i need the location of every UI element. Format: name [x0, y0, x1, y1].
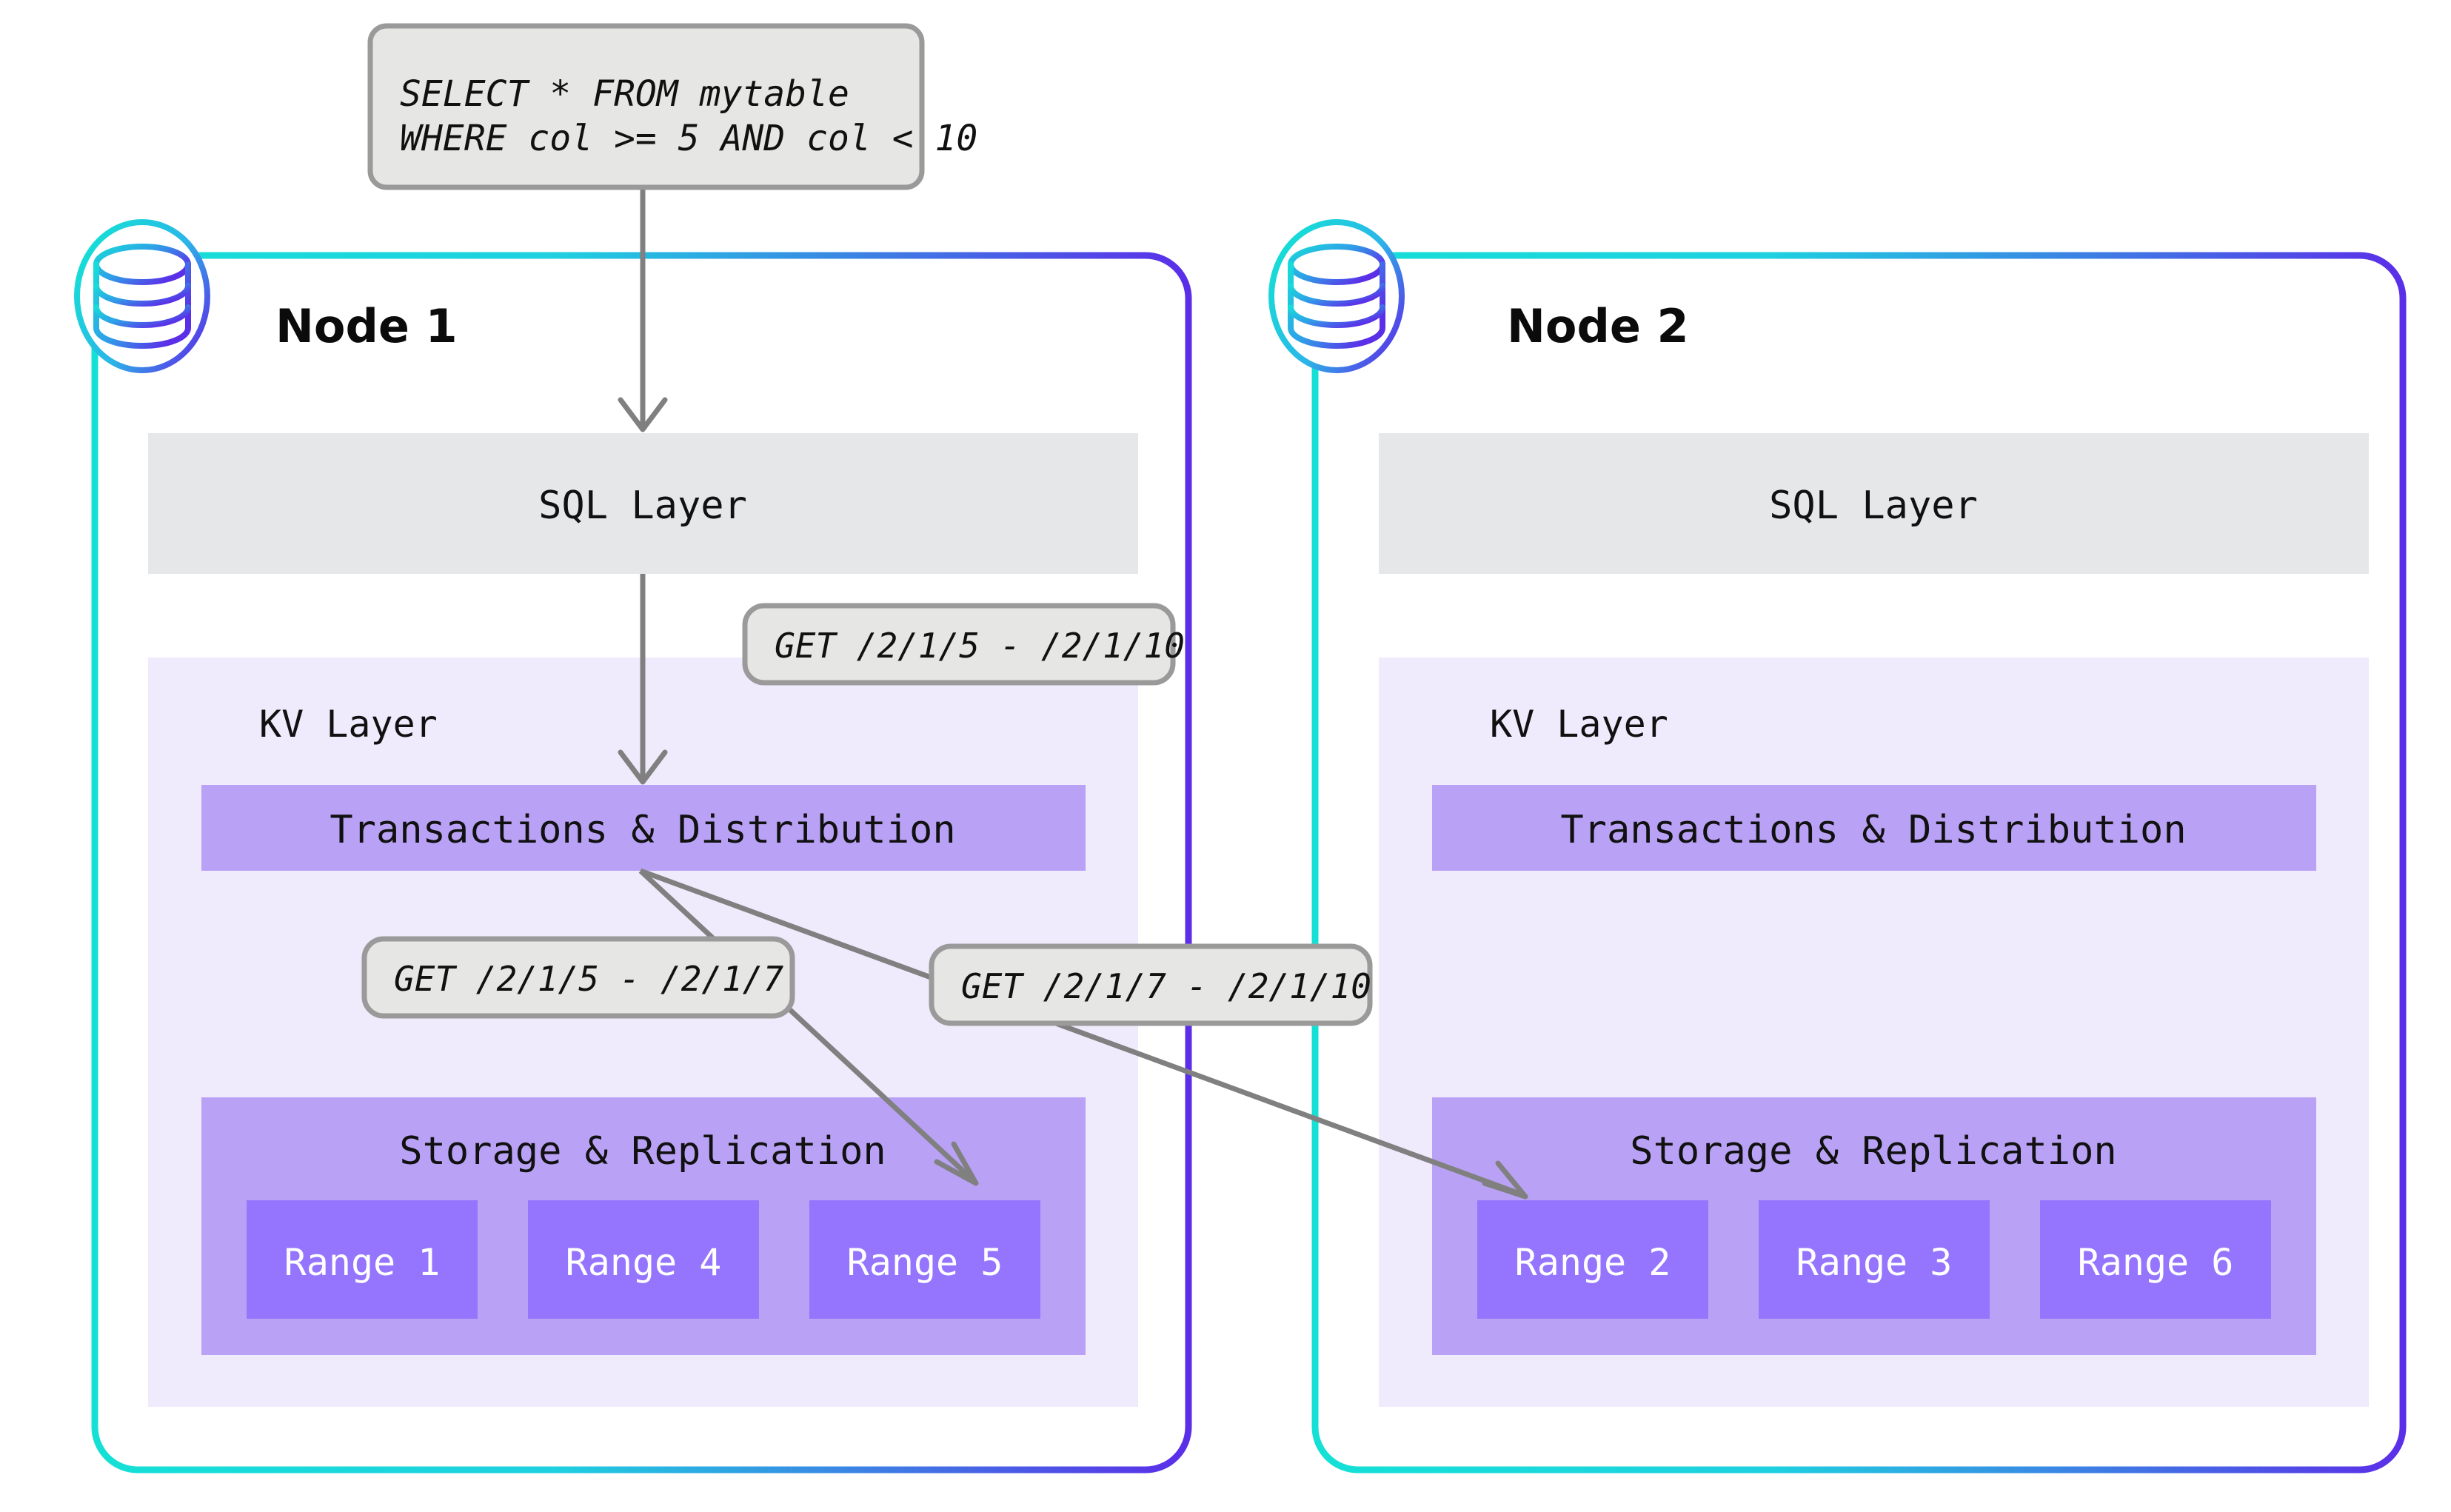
arrowhead-query-to-sql: [618, 397, 668, 432]
sql-query-line-1: SELECT * FROM mytable: [400, 73, 849, 115]
kv-get-local-range-text: GET /2/1/5 - /2/1/7: [394, 959, 783, 999]
node-1-kv-layer-label: KV Layer: [259, 703, 438, 746]
node-2-range-label: Range 6: [2078, 1241, 2234, 1284]
node-1-range-label: Range 4: [566, 1241, 722, 1284]
node-1-range-box[interactable]: [809, 1200, 1040, 1319]
node-2-storage-replication-label: Storage & Replication: [1630, 1129, 2116, 1174]
node-1-group: Node 1 SQL Layer KV Layer Transactions &…: [74, 219, 1192, 1473]
kv-get-full-range-callout: GET /2/1/5 - /2/1/10: [742, 603, 1185, 686]
sql-query-line-2: WHERE col >= 5 AND col < 10: [400, 118, 977, 159]
node-2-range-label: Range 3: [1796, 1241, 1953, 1284]
node-1-transactions-distribution-band: [201, 785, 1086, 871]
arrowhead-transactions-to-range2: [1482, 1160, 1528, 1200]
kv-get-full-range-box: [742, 603, 1176, 686]
node-1-range-box[interactable]: [247, 1200, 478, 1319]
flow-arrows: [618, 187, 1528, 1200]
database-icon-ring: [1268, 219, 1405, 373]
kv-get-full-range-text: GET /2/1/5 - /2/1/10: [775, 626, 1185, 666]
node-2-range-label: Range 2: [1515, 1241, 1671, 1284]
node-2-kv-layer-label: KV Layer: [1490, 703, 1668, 746]
node-2-frame: [1311, 252, 2407, 1473]
node-1-transactions-distribution-label: Transactions & Distribution: [330, 808, 955, 852]
node-1-range-label: Range 5: [847, 1241, 1003, 1284]
arrow-transactions-to-range2: [639, 868, 1521, 1197]
node-1-sql-layer-band: [148, 433, 1138, 574]
node-2-title: Node 2: [1507, 299, 1689, 353]
kv-get-local-range-callout: GET /2/1/5 - /2/1/7: [361, 936, 795, 1019]
node-2-range-list: Range 2 Range 3 Range 6: [1477, 1200, 2271, 1319]
node-1-range-label: Range 1: [284, 1241, 441, 1284]
node-2-transactions-distribution-label: Transactions & Distribution: [1560, 808, 2186, 852]
node-1-title: Node 1: [275, 299, 458, 353]
database-icon-cylinder: [93, 244, 191, 349]
node-2-transactions-distribution-band: [1432, 785, 2316, 871]
kv-get-remote-range-callout: GET /2/1/7 - /2/1/10: [929, 943, 1373, 1026]
node-1-range-box[interactable]: [528, 1200, 759, 1319]
node-2-sql-layer-band: [1379, 433, 2369, 574]
database-icon: [1268, 219, 1405, 373]
database-icon-cylinder: [1288, 244, 1385, 349]
arrowhead-transactions-to-range5: [934, 1141, 979, 1186]
database-icon: [74, 219, 210, 373]
arrowhead-sql-to-transactions: [618, 749, 668, 785]
kv-get-local-range-box: [361, 936, 795, 1019]
database-icon-ring: [74, 219, 210, 373]
sql-query-callout-box: [367, 23, 925, 190]
node-2-range-box[interactable]: [1477, 1200, 1708, 1319]
node-2-sql-layer-label: SQL Layer: [1769, 484, 1978, 528]
arrow-transactions-to-range5: [638, 869, 972, 1180]
node-1-range-list: Range 1 Range 4 Range 5: [247, 1200, 1040, 1319]
kv-get-remote-range-box: [929, 943, 1373, 1026]
node-2-group: Node 2 SQL Layer KV Layer Transactions &…: [1268, 219, 2407, 1473]
node-1-storage-replication-label: Storage & Replication: [399, 1129, 886, 1174]
node-2-range-box[interactable]: [1759, 1200, 1990, 1319]
sql-query-callout: SELECT * FROM mytable WHERE col >= 5 AND…: [367, 23, 977, 190]
kv-get-remote-range-text: GET /2/1/7 - /2/1/10: [961, 966, 1371, 1006]
node-2-range-box[interactable]: [2040, 1200, 2271, 1319]
node-1-sql-layer-label: SQL Layer: [538, 484, 747, 528]
